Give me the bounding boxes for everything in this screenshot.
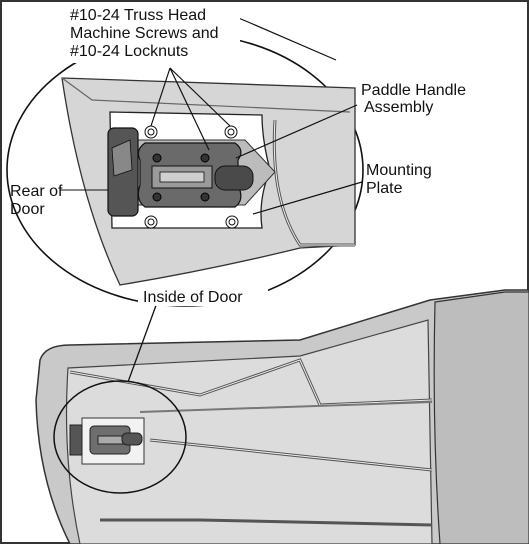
- detail-door-edge: [61, 77, 351, 113]
- detail-circle: [53, 380, 187, 494]
- door-side-panel: [433, 291, 529, 545]
- screw-hole: [144, 215, 158, 229]
- door-brace-upper-long: [139, 401, 433, 413]
- door-brace-lower: [100, 518, 433, 527]
- inside-label-bg: [138, 284, 268, 306]
- screw-hole: [144, 125, 158, 139]
- paddle-label-line2: Assembly: [364, 99, 433, 116]
- screw-hole: [225, 215, 239, 229]
- rear-label-line1: Rear of: [10, 183, 63, 200]
- labels: #10-24 Truss Head Machine Screws and #10…: [10, 3, 466, 306]
- door-brace-upper-inner: [69, 359, 433, 406]
- mounting-label-line1: Mounting: [366, 162, 432, 179]
- detail-door-rib-inner: [273, 119, 355, 246]
- detail-leader-line: [127, 299, 159, 383]
- small-latch: [69, 417, 145, 465]
- mounting-label-line2: Plate: [366, 180, 403, 197]
- paddle-leader-line: [235, 104, 358, 159]
- paddle-handle: [107, 127, 254, 217]
- screws-label-line2: Machine Screws and: [70, 25, 219, 42]
- screws-label-bg: [62, 3, 240, 63]
- screws-label-line1: #10-24 Truss Head: [70, 7, 206, 24]
- screws-leader-lines: [150, 67, 231, 151]
- upper-detail-view: [6, 16, 364, 307]
- paddle-label-line1: Paddle Handle: [361, 82, 466, 99]
- door-brace-diagonal-inner: [149, 439, 433, 471]
- rear-label-line2: Door: [10, 201, 45, 218]
- mounting-leader-line: [252, 181, 363, 215]
- lower-door-view: [35, 289, 529, 545]
- inside-label: Inside of Door: [143, 289, 243, 306]
- screw-hole: [224, 125, 238, 139]
- screws-label-line3: #10-24 Locknuts: [70, 43, 188, 60]
